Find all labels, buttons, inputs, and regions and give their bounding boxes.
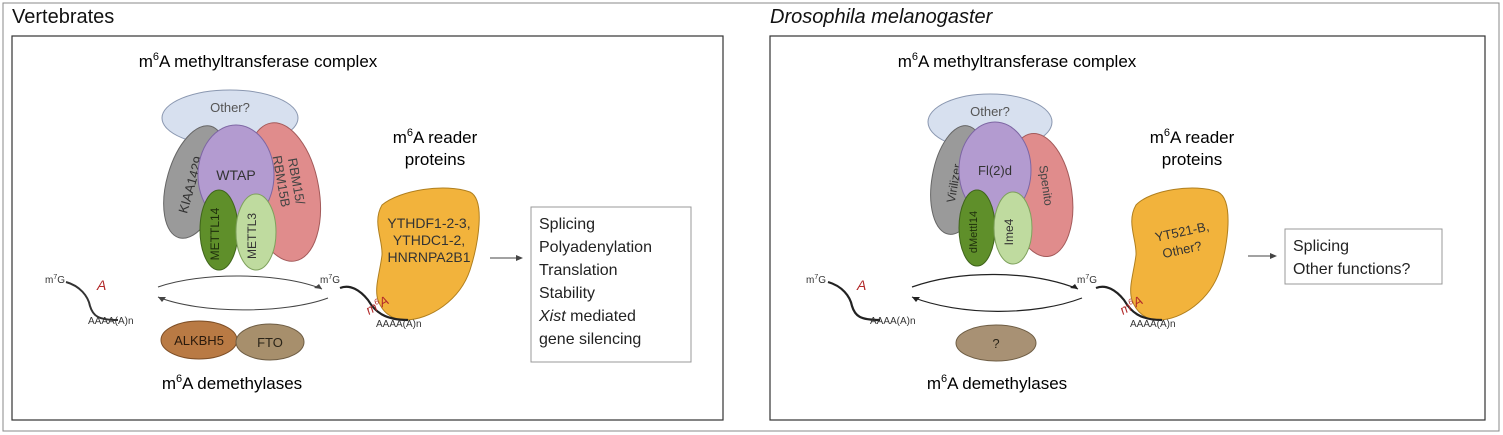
right-complex-label: m6A methyltransferase complex — [898, 51, 1137, 71]
left-fto — [235, 323, 305, 361]
right-spenito-label: Spenito — [1036, 164, 1056, 207]
right-reader-protein — [1130, 187, 1229, 321]
left-other-label: Other? — [210, 100, 250, 115]
right-reader-label-2: proteins — [1162, 150, 1222, 169]
left-panel-box — [11, 35, 724, 421]
right-panel-title: Drosophila melanogaster — [770, 6, 993, 28]
left-demethylation-arrow — [157, 296, 329, 311]
right-other-label: Other? — [970, 104, 1010, 119]
right-poly-a-right: AAAA(A)n — [1130, 319, 1176, 330]
left-demethylation-arrowhead — [158, 297, 166, 302]
right-poly-a-left: AAAA(A)n — [870, 316, 916, 327]
left-mrna-methylated — [339, 285, 409, 322]
left-mettl14-label: METTL14 — [208, 207, 222, 260]
right-fl2d-label: Fl(2)d — [978, 163, 1012, 178]
right-ime4-subunit — [993, 191, 1033, 265]
left-mrna-unmethylated — [65, 281, 119, 321]
right-mrna-methylated — [1095, 285, 1163, 322]
left-fto-label: FTO — [257, 335, 283, 350]
right-demethylase-label: m6A demethylases — [927, 373, 1067, 393]
right-ime4-label: Ime4 — [1002, 218, 1016, 245]
left-mettl3-subunit — [235, 193, 277, 271]
right-panel-box — [769, 35, 1486, 421]
left-reader-protein — [376, 187, 480, 321]
left-complex-label: m6A methyltransferase complex — [139, 51, 378, 71]
left-reader-names-3: HNRNPA2B1 — [388, 249, 471, 265]
left-reader-label-1: m6A reader — [393, 127, 478, 147]
right-function-2: Other functions? — [1293, 261, 1411, 278]
left-function-3: Translation — [539, 262, 618, 279]
left-function-arrowhead — [516, 255, 523, 261]
right-functions-box — [1284, 228, 1443, 285]
left-functions-box — [530, 206, 692, 363]
left-function-4: Stability — [539, 285, 595, 302]
right-methylation-arrowhead — [1070, 284, 1078, 289]
left-mettl3-label: METTL3 — [245, 213, 259, 259]
left-panel-title: Vertebrates — [12, 6, 115, 28]
right-methylation-arrow — [911, 273, 1079, 290]
left-reader-label-2: proteins — [405, 150, 465, 169]
right-adenosine-label: A — [856, 277, 866, 293]
left-poly-a-right: AAAA(A)n — [376, 319, 422, 330]
right-unknown-demethylase — [955, 324, 1037, 362]
right-unknown-demethylase-label: ? — [992, 336, 999, 351]
right-panel: m6A methyltransferase complex Other? Vir… — [806, 51, 1443, 393]
left-alkbh5-label: ALKBH5 — [174, 333, 224, 348]
right-mrna-unmethylated — [827, 280, 881, 322]
left-poly-a-left: AAAA(A)n — [88, 316, 134, 327]
left-panel: m6A methyltransferase complex Other? KIA… — [45, 51, 692, 393]
right-function-1: Splicing — [1293, 238, 1349, 255]
left-methylation-arrow — [157, 275, 323, 290]
right-demethylation-arrowhead — [912, 297, 920, 302]
left-m7g-left: m7G — [45, 274, 65, 286]
left-reader-names-2: YTHDC1-2, — [393, 232, 465, 248]
left-methylation-arrowhead — [314, 284, 322, 289]
left-m7g-right: m7G — [320, 274, 340, 286]
right-demethylation-arrow — [911, 296, 1083, 312]
left-function-6: gene silencing — [539, 331, 641, 348]
left-demethylase-label: m6A demethylases — [162, 373, 302, 393]
left-adenosine-label: A — [96, 277, 106, 293]
right-reader-label-1: m6A reader — [1150, 127, 1235, 147]
right-dmettl14-label: dMettl14 — [968, 211, 980, 253]
left-function-1: Splicing — [539, 216, 595, 233]
left-function-2: Polyadenylation — [539, 239, 652, 256]
left-reader-names-1: YTHDF1-2-3, — [387, 215, 470, 231]
left-wtap-label: WTAP — [216, 167, 255, 183]
right-function-arrowhead — [1270, 253, 1277, 259]
left-function-5: Xist mediated — [538, 308, 636, 325]
right-m7g-left: m7G — [806, 274, 826, 286]
right-m7g-right: m7G — [1077, 274, 1097, 286]
